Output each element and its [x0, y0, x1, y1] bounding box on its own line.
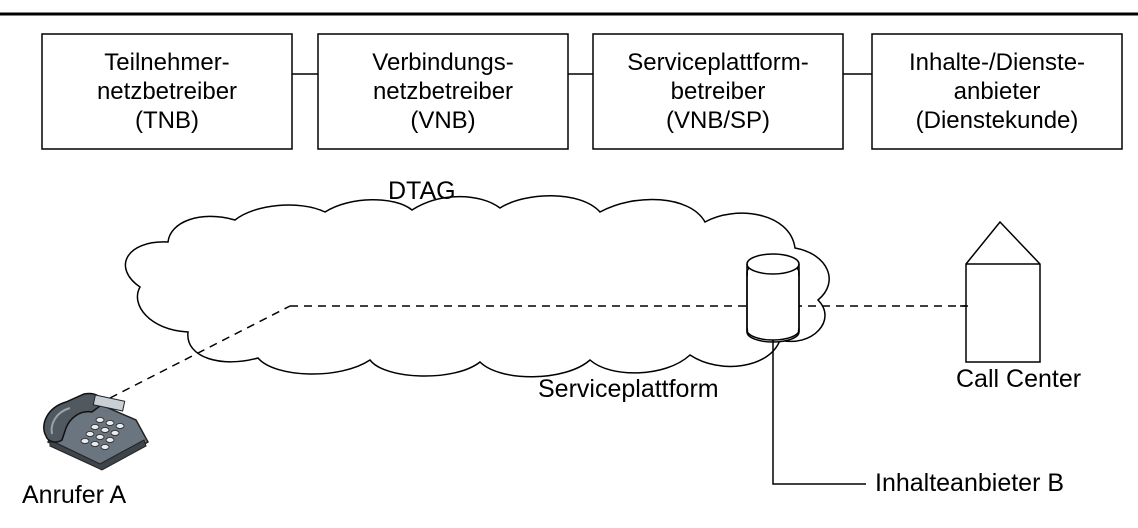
operator-line: Serviceplattform- [627, 49, 809, 76]
operator-box-tnb [41, 33, 293, 150]
caller-label: Anrufer A [22, 481, 127, 509]
operator-line: Verbindungs- [372, 49, 514, 76]
content-provider-label: Inhalteanbieter B [875, 469, 1065, 497]
operator-label-vnb-sp: Serviceplattform- betreiber (VNB/SP) [593, 34, 843, 149]
call-center-label: Call Center [956, 365, 1082, 393]
dtag-cloud [124, 195, 830, 378]
operator-line: Teilnehmer- [104, 49, 230, 76]
operator-label-dienstekunde: Inhalte-/Dienste- anbieter (Dienstekunde… [872, 34, 1122, 149]
call-center-icon [965, 220, 1041, 363]
content-provider-link [772, 340, 866, 485]
network-label: DTAG [388, 177, 456, 205]
operator-line: (VNB/SP) [665, 107, 770, 134]
operator-label-tnb: Teilnehmer- netzbetreiber (TNB) [42, 34, 292, 149]
dashed-caller-link [109, 305, 291, 399]
operator-line: Inhalte-/Dienste- [908, 49, 1086, 76]
operator-box-vnb-sp [592, 33, 844, 150]
operator-line: netzbetreiber [372, 78, 514, 105]
operator-box-vnb [317, 33, 569, 150]
operator-line: anbieter [953, 78, 1041, 105]
operator-line: betreiber [670, 78, 766, 105]
operator-line: (Dienstekunde) [915, 107, 1079, 134]
database-icon [746, 253, 800, 343]
telephone-icon [43, 392, 150, 471]
operator-line: netzbetreiber [96, 78, 238, 105]
operator-box-dienstekunde [871, 33, 1123, 150]
operator-label-vnb: Verbindungs- netzbetreiber (VNB) [318, 34, 568, 149]
operator-line: (TNB) [135, 107, 199, 134]
platform-label: Serviceplattform [538, 375, 719, 403]
operator-line: (VNB) [410, 107, 476, 134]
